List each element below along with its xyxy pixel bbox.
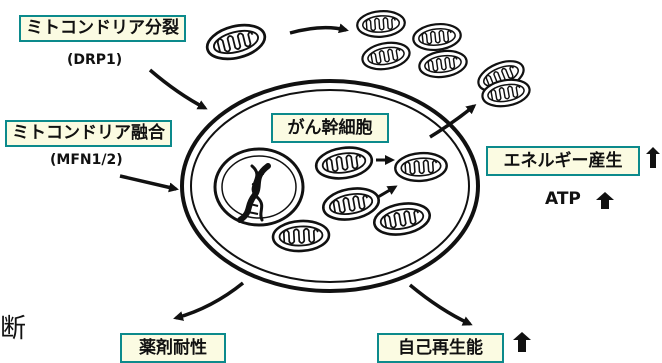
edge-text: 断: [0, 308, 26, 345]
atp-label: ATP: [545, 189, 581, 209]
mitochondrion-icon: [360, 39, 411, 72]
fission-to-cell-arrow: [150, 70, 205, 108]
mitochondrion-icon: [412, 22, 462, 52]
fission-label: ミトコンドリア分裂: [19, 15, 186, 42]
fusion-to-cell-arrow: [120, 176, 176, 189]
cell-to-drug-resistance-arrow: [176, 283, 243, 318]
mitochondrion-icon: [204, 20, 269, 65]
up-arrow-icon: [646, 147, 660, 168]
drug-resistance-label: 薬剤耐性: [120, 333, 226, 363]
up-arrow-icon: [513, 332, 531, 352]
cell-to-fragments-arrow: [430, 106, 474, 137]
fission-protein-label: (DRP1): [67, 52, 122, 68]
energy-label: エネルギー産生: [486, 146, 640, 176]
mitochondrion-icon: [356, 10, 405, 39]
self-renewal-label: 自己再生能: [377, 333, 504, 363]
mitochondrion-icon: [314, 144, 374, 182]
mitochondrion-icon: [321, 184, 381, 223]
mitochondrion-icon: [418, 48, 469, 80]
fusion-protein-label: (MFN1/2): [50, 152, 123, 168]
cell-label: がん幹細胞: [271, 113, 389, 143]
mitochondrion-icon: [372, 199, 432, 238]
up-arrow-icon: [596, 192, 614, 209]
fission-to-fragments-arrow: [290, 28, 346, 33]
fusion-label: ミトコンドリア融合: [5, 120, 172, 147]
mitochondrion-icon: [272, 220, 329, 253]
cell-to-self-renewal-arrow: [410, 285, 470, 324]
fusion-inner-arrow: [378, 187, 395, 197]
mitochondrion-icon: [394, 151, 447, 182]
